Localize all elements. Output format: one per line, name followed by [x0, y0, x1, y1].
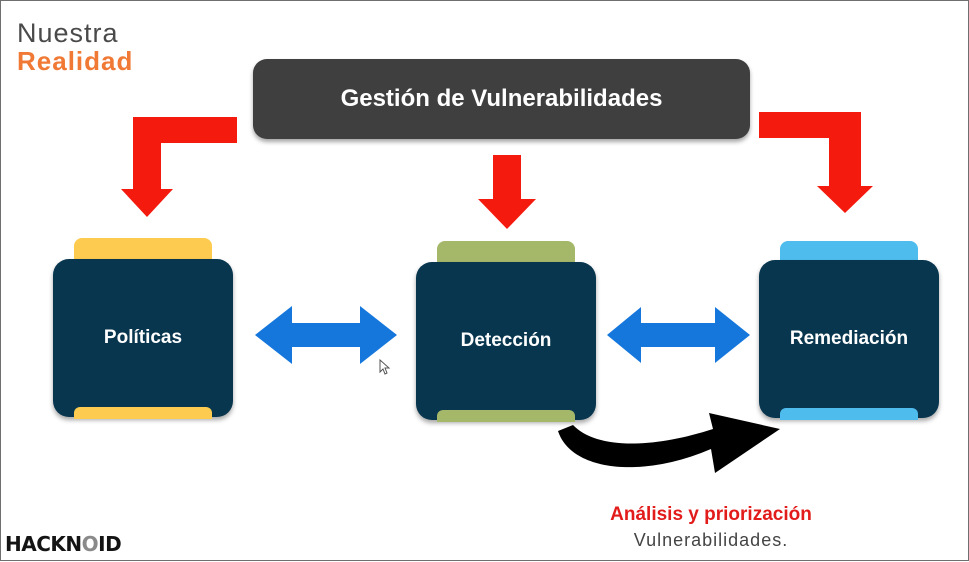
node-remediacion-label: Remediación [789, 328, 909, 349]
node-deteccion-label: Detección [460, 330, 552, 351]
logo-part-hack: HACK [5, 532, 66, 556]
banner-gestion: Gestión de Vulnerabilidades [253, 59, 750, 139]
red-arrow-center [478, 155, 536, 229]
corner-title: Nuestra Realidad [17, 19, 133, 75]
politicas-tab-bottom [74, 407, 212, 419]
node-remediacion: Remediación [759, 260, 939, 418]
blue-double-arrow-right [607, 307, 750, 363]
caption-title: Análisis y priorización [610, 504, 812, 525]
node-deteccion: Detección [416, 262, 596, 420]
corner-title-line1: Nuestra [17, 18, 119, 48]
hacknoid-logo: HACKNOID [5, 532, 122, 556]
logo-part-id: ID [98, 532, 122, 556]
blue-double-arrow-left [255, 306, 397, 364]
caption: Análisis y priorización Vulnerabilidades… [561, 504, 861, 551]
caption-subtitle: Vulnerabilidades. [633, 530, 789, 550]
corner-title-line2: Realidad [17, 46, 134, 76]
cursor-icon [379, 358, 391, 375]
remediacion-tab-bottom [780, 408, 918, 420]
logo-part-n: N [65, 532, 82, 556]
red-arrow-right [759, 112, 873, 213]
node-politicas: Políticas [53, 259, 233, 417]
deteccion-tab-bottom [437, 410, 575, 422]
logo-part-o: O [81, 532, 99, 556]
red-arrow-left [121, 117, 237, 217]
node-politicas-label: Políticas [103, 327, 183, 348]
black-curved-arrow [558, 413, 780, 473]
